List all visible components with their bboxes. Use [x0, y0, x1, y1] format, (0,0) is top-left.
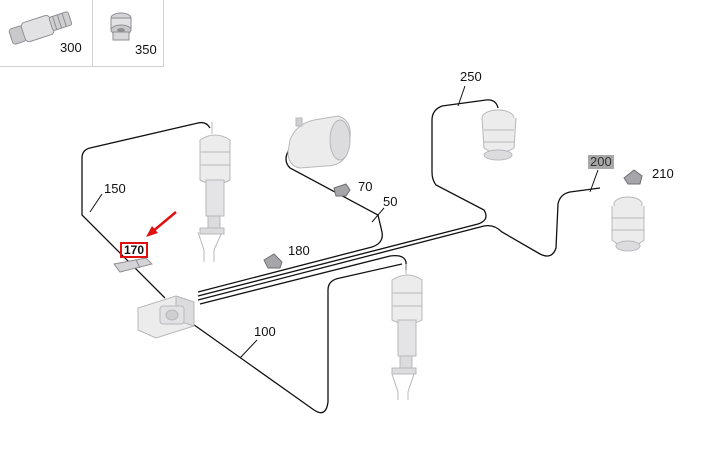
- air-lines: [81, 99, 601, 414]
- thumbnail-300[interactable]: 300: [0, 0, 93, 67]
- callout-180[interactable]: 180: [288, 243, 310, 258]
- air-line-100: [189, 263, 403, 414]
- clip-180[interactable]: [263, 253, 283, 269]
- callout-210[interactable]: 210: [652, 166, 674, 181]
- clip-210[interactable]: [623, 169, 643, 185]
- callout-150[interactable]: 150: [104, 181, 126, 196]
- air-reservoir[interactable]: [287, 115, 351, 169]
- rear-right-air-spring-200[interactable]: [611, 196, 645, 252]
- fitting-350-icon: [110, 12, 132, 41]
- callout-50[interactable]: 50: [383, 194, 398, 209]
- callout-170[interactable]: 170: [120, 242, 149, 258]
- bracket-170[interactable]: [113, 257, 153, 273]
- air-line-rear: [199, 254, 407, 305]
- air-line-150: [81, 121, 211, 299]
- callout-250[interactable]: 250: [460, 69, 482, 84]
- thumbnail-350[interactable]: 350: [93, 0, 164, 67]
- fitting-300-icon: [8, 11, 73, 45]
- callout-200[interactable]: 200: [588, 154, 614, 169]
- front-left-air-strut[interactable]: [197, 122, 231, 262]
- air-line-250: [197, 99, 499, 297]
- rear-left-air-strut[interactable]: [391, 264, 423, 400]
- air-line-200: [197, 187, 601, 301]
- valve-block[interactable]: [137, 295, 195, 339]
- callout-100[interactable]: 100: [254, 324, 276, 339]
- thumbnail-label: 350: [135, 42, 157, 57]
- clip-70[interactable]: [333, 183, 351, 197]
- callout-70[interactable]: 70: [358, 179, 373, 194]
- thumbnail-label: 300: [60, 40, 82, 55]
- leader-lines: [89, 85, 599, 359]
- rear-right-air-spring-250[interactable]: [481, 109, 517, 161]
- red-arrow-icon: [146, 211, 177, 237]
- air-line-50: [197, 147, 383, 293]
